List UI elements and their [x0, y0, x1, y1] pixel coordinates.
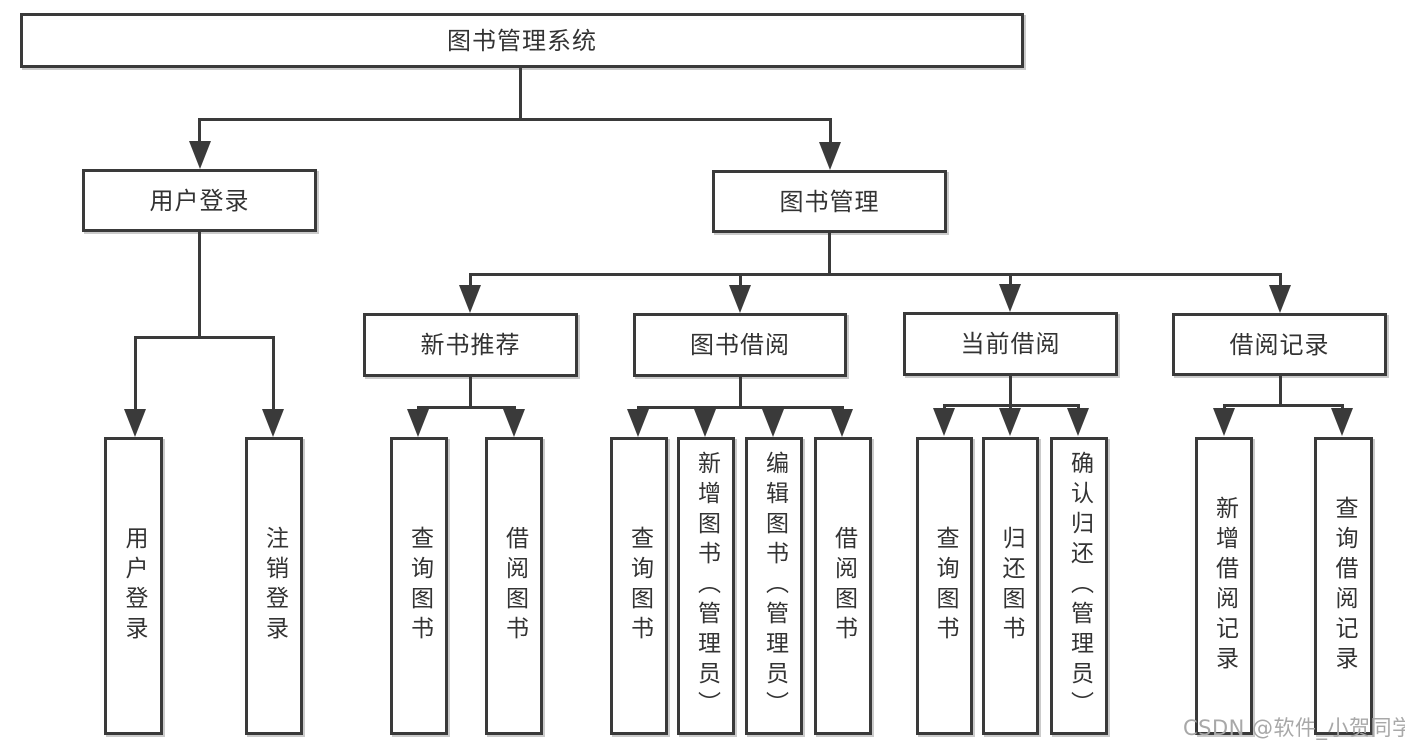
arrowhead-down-icon — [819, 142, 841, 170]
arrowhead-down-icon — [1213, 408, 1235, 436]
arrowhead-down-icon — [627, 409, 649, 437]
leaf-recommend-query-books-label: 查询图书 — [406, 526, 433, 646]
csdn-watermark: CSDN @软件_小贺同学 — [1183, 716, 1405, 740]
connector-drop-leaf-user-login — [134, 336, 137, 409]
arrowhead-down-icon — [459, 285, 481, 313]
connector-current-stem — [1009, 375, 1012, 404]
node-borrowing-records: 借阅记录 — [1172, 313, 1387, 376]
arrowhead-down-icon — [1269, 285, 1291, 313]
node-current-borrowing-label: 当前借阅 — [960, 330, 1061, 358]
node-book-management: 图书管理 — [712, 170, 947, 233]
connector-root-stem — [519, 68, 522, 118]
leaf-borrowing-query-books-label: 查询图书 — [626, 526, 653, 646]
connector-drop — [1077, 404, 1080, 409]
arrowhead-down-icon — [999, 284, 1021, 312]
arrowhead-down-icon — [503, 409, 525, 437]
connector-records-stem — [1279, 376, 1282, 404]
arrowhead-down-icon — [729, 285, 751, 313]
connector-book-management-stem — [828, 233, 831, 273]
node-new-book-recommend: 新书推荐 — [363, 313, 578, 377]
leaf-borrowing-borrow-books-label: 借阅图书 — [830, 526, 857, 646]
arrowhead-down-icon — [124, 409, 146, 437]
arrowhead-down-icon — [262, 409, 284, 437]
connector-drop-current-borrowing — [1009, 273, 1012, 285]
connector-drop — [417, 406, 420, 411]
connector-records-bar — [1223, 404, 1344, 407]
connector-drop — [772, 406, 775, 411]
connector-drop-user-login — [198, 118, 201, 142]
connector-user-login-stem — [198, 232, 201, 336]
leaf-records-query-record: 查询借阅记录 — [1314, 437, 1373, 735]
leaf-user-login-label: 用户登录 — [121, 526, 147, 646]
arrowhead-down-icon — [999, 408, 1021, 436]
leaf-current-return-books: 归还图书 — [982, 437, 1039, 735]
leaf-records-add-record: 新增借阅记录 — [1195, 437, 1253, 735]
leaf-recommend-borrow-books: 借阅图书 — [485, 437, 543, 735]
leaf-logout-label: 注销登录 — [261, 526, 288, 646]
connector-book-management-bar — [469, 273, 1281, 276]
arrowhead-down-icon — [1331, 408, 1353, 436]
node-borrowing-records-label: 借阅记录 — [1229, 330, 1330, 359]
connector-borrowing-bar — [637, 406, 844, 409]
leaf-current-query-books: 查询图书 — [916, 437, 973, 735]
arrowhead-down-icon — [407, 409, 429, 437]
leaf-current-return-books-label: 归还图书 — [998, 526, 1024, 646]
connector-drop — [1341, 404, 1344, 409]
connector-drop-book-borrowing — [739, 273, 742, 285]
leaf-recommend-borrow-books-label: 借阅图书 — [501, 526, 528, 646]
leaf-logout: 注销登录 — [245, 437, 303, 735]
node-book-borrowing-label: 图书借阅 — [690, 331, 790, 359]
connector-drop-new-book-recommend — [469, 273, 472, 285]
leaf-borrowing-edit-books-label: 编辑图书（管理员） — [761, 451, 788, 721]
leaf-borrowing-query-books: 查询图书 — [610, 437, 668, 735]
leaf-user-login: 用户登录 — [104, 437, 163, 735]
connector-borrowing-stem — [739, 377, 742, 406]
leaf-borrowing-edit-books: 编辑图书（管理员） — [745, 437, 803, 735]
leaf-borrowing-add-books: 新增图书（管理员） — [677, 437, 735, 735]
leaf-current-confirm-return: 确认归还（管理员） — [1050, 437, 1108, 735]
leaf-recommend-query-books: 查询图书 — [390, 437, 448, 735]
connector-drop-borrowing-records — [1279, 273, 1282, 285]
node-root-label: 图书管理系统 — [447, 26, 597, 55]
leaf-borrowing-add-books-label: 新增图书（管理员） — [693, 451, 720, 721]
connector-root-bar — [199, 118, 832, 121]
node-book-management-label: 图书管理 — [779, 187, 880, 216]
node-new-book-recommend-label: 新书推荐 — [420, 331, 521, 359]
arrowhead-down-icon — [189, 141, 211, 169]
node-user-login: 用户登录 — [82, 169, 317, 232]
node-current-borrowing: 当前借阅 — [903, 312, 1118, 376]
connector-recommend-bar — [417, 406, 516, 409]
arrowhead-down-icon — [831, 409, 853, 437]
connector-drop — [513, 406, 516, 411]
arrowhead-down-icon — [762, 409, 784, 437]
leaf-current-query-books-label: 查询图书 — [932, 526, 958, 646]
leaf-current-confirm-return-label: 确认归还（管理员） — [1066, 451, 1093, 721]
node-book-borrowing: 图书借阅 — [633, 313, 847, 377]
arrowhead-down-icon — [694, 409, 716, 437]
arrowhead-down-icon — [933, 408, 955, 436]
connector-drop — [637, 406, 640, 411]
leaf-borrowing-borrow-books: 借阅图书 — [814, 437, 872, 735]
arrowhead-down-icon — [1067, 408, 1089, 436]
node-user-login-label: 用户登录 — [149, 186, 250, 215]
connector-drop — [841, 406, 844, 411]
connector-user-login-bar — [134, 336, 275, 339]
connector-recommend-stem — [469, 377, 472, 406]
node-root: 图书管理系统 — [20, 13, 1024, 68]
connector-drop — [1009, 404, 1012, 409]
connector-drop-book-management — [829, 118, 832, 143]
connector-drop — [1223, 404, 1226, 409]
leaf-records-query-record-label: 查询借阅记录 — [1331, 496, 1357, 676]
connector-drop-leaf-logout — [272, 336, 275, 409]
connector-drop — [704, 406, 707, 411]
leaf-records-add-record-label: 新增借阅记录 — [1211, 496, 1238, 676]
connector-drop — [943, 404, 946, 409]
